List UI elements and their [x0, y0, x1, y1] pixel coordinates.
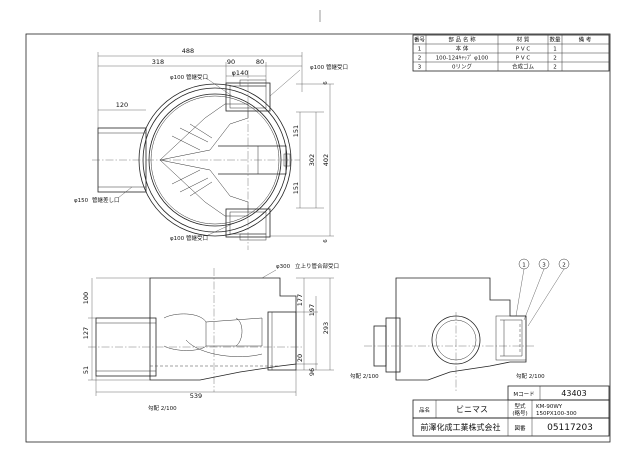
parts-row-1-name: 本 体 — [456, 45, 469, 53]
number-label: 図番 — [514, 425, 526, 432]
parts-row-1-no: 1 — [418, 47, 422, 53]
drawing-frame — [25, 33, 611, 443]
dim-293: 293 — [322, 322, 330, 334]
parts-header-name: 部 品 名 称 — [448, 36, 476, 44]
label-top-outlet-a: φ100 — [170, 75, 185, 81]
parts-row-3-name: 0リング — [452, 63, 472, 71]
side-slope-label-right: 勾配 2/100 — [516, 372, 545, 380]
parts-row-2-qty: 2 — [553, 56, 557, 62]
callout-1-label: 1 — [522, 263, 526, 269]
parts-row-1-material: P V C — [516, 47, 531, 53]
model-value-2: 150PX100-300 — [536, 411, 577, 417]
number-value: 05117203 — [547, 423, 593, 433]
dim-20: 20 — [296, 354, 304, 362]
front-body — [149, 277, 297, 381]
parts-row-3-qty: 2 — [553, 65, 557, 71]
dim-318: 318 — [152, 58, 164, 66]
parts-header-qty: 数量 — [549, 36, 561, 44]
dim-177: 177 — [296, 294, 304, 306]
parts-header-note: 備 考 — [579, 36, 592, 44]
dim-151-b: 151 — [292, 182, 300, 194]
dim-80: 80 — [256, 58, 264, 66]
front-view: 100 127 51 177 197 293 20 96 539 φ300 立上… — [82, 262, 339, 412]
front-slope-label: 勾配 2/100 — [148, 404, 177, 412]
name-label: 品名 — [419, 406, 430, 414]
plan-view: 488 318 90 80 φ140 120 151 151 302 402 6… — [74, 47, 348, 250]
label-top-outlet-b: φ100 — [310, 65, 325, 71]
label-riser: φ300 — [276, 264, 291, 270]
parts-row-1-qty: 1 — [553, 47, 557, 53]
dim-51: 51 — [82, 366, 90, 374]
parts-header-material: 材 質 — [517, 36, 530, 44]
dim-127: 127 — [82, 327, 90, 339]
dim-phi140: φ140 — [232, 69, 249, 77]
front-outlet-socket — [267, 311, 297, 371]
model-value-1: KM-90WY — [536, 404, 563, 410]
parts-header-no: 番号 — [414, 37, 426, 44]
callout-3-label: 3 — [542, 263, 546, 269]
mcode-value: 43403 — [561, 389, 586, 398]
title-block: Mコード 43403 品名 ビニマス 型式 (略号) KM-90WY 150PX… — [412, 385, 610, 437]
label-top-outlet-b-note: 管継受口 — [326, 63, 348, 71]
parts-row-2-material: P V C — [516, 56, 531, 62]
dim-90: 90 — [227, 58, 235, 66]
dim-100: 100 — [82, 292, 90, 304]
label-top-outlet-a-note: 管継受口 — [186, 73, 208, 81]
dim-402: 402 — [322, 154, 330, 166]
side-view: 1 3 2 勾配 2/100 勾配 2/100 — [350, 258, 570, 392]
company-name: 前澤化成工業株式会社 — [421, 422, 501, 432]
label-inlet-note: 管継差し口 — [92, 196, 120, 204]
name-value: ビニマス — [456, 405, 488, 414]
parts-table: 番号 部 品 名 称 材 質 数量 備 考 1 本 体 P V C 1 2 10… — [412, 34, 610, 72]
label-inlet: φ150 — [74, 198, 89, 204]
dim-6-top: 6 — [323, 81, 329, 85]
parts-row-3-no: 3 — [418, 65, 422, 71]
dim-197: 197 — [308, 304, 316, 316]
parts-row-2-no: 2 — [418, 56, 422, 62]
label-bottom-outlet-note: 管継受口 — [186, 234, 208, 242]
callout-2-label: 2 — [562, 263, 566, 269]
dim-302: 302 — [308, 154, 316, 166]
mcode-label: Mコード — [513, 391, 534, 398]
model-label-2: (略号) — [512, 409, 527, 417]
parts-row-3-material: 合成ゴム — [512, 63, 535, 71]
dim-151-a: 151 — [292, 125, 300, 137]
dim-96: 96 — [308, 368, 316, 376]
label-bottom-outlet: φ100 — [170, 236, 185, 242]
label-riser-note: 立上り管合部受口 — [295, 262, 339, 270]
side-body — [395, 277, 527, 381]
dim-120: 120 — [116, 101, 128, 109]
dim-539: 539 — [190, 392, 202, 400]
dim-488: 488 — [182, 47, 194, 55]
side-slope-label-left: 勾配 2/100 — [350, 372, 379, 380]
dim-6-bottom: 6 — [323, 239, 329, 243]
model-label-1: 型式 — [514, 402, 526, 410]
parts-row-2-name: 100-124ｷｬｯﾌﾟ φ100 — [436, 55, 489, 62]
